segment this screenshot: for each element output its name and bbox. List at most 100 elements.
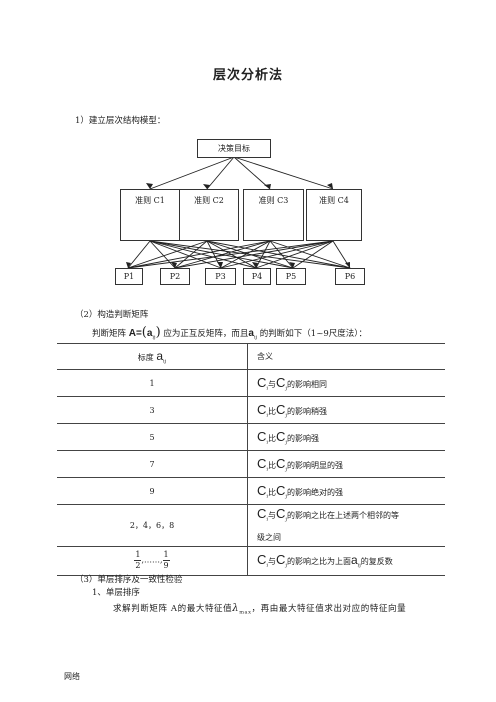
plan-box-p3: P3 (205, 268, 236, 285)
scale-value: 3 (57, 396, 248, 424)
c-sub-i: i (266, 562, 268, 569)
header-ij: ij (163, 358, 167, 365)
matrix-formula-ij: ij (152, 334, 156, 341)
step3-text-part-b: ，再由最大特征值求出对应的特征向量 (251, 604, 407, 614)
c-sub-j: j (285, 562, 287, 569)
lambda-symbol: λ (232, 603, 240, 614)
plan-box-p5: P5 (276, 268, 306, 285)
meaning-text: 的影响强 (286, 433, 319, 443)
c-sub-j: j (285, 516, 287, 523)
a-symbol: a (350, 553, 358, 568)
plan-box-p6: P6 (335, 268, 365, 285)
c-sub-i: i (266, 412, 268, 419)
step3-text: 求解判断矩阵 A的最大特征值λmax，再由最大特征值求出对应的特征向量 (113, 602, 406, 616)
scale-value: 5 (57, 423, 248, 451)
table-row: 1 Ci与Cj的影响相同 (57, 369, 445, 397)
meaning-cell: Ci与Cj的影响之比为上面aij的复反数 (247, 545, 445, 576)
criterion-box-c2: 准则 C2 (179, 189, 239, 241)
table-header-row: 标度 aij 含义 (57, 343, 445, 370)
table-row: 5 Ci比Cj的影响强 (57, 423, 445, 451)
table-row: 3 Ci比Cj的影响稍强 (57, 396, 445, 424)
c-sub-i: i (266, 516, 268, 523)
meaning-text-continued: 级之间 (257, 532, 281, 542)
c-symbol: C (276, 401, 286, 417)
relation-word: 比 (268, 406, 276, 416)
c-sub-j: j (285, 466, 287, 473)
meaning-suffix: 的复反数 (360, 557, 393, 567)
c-symbol: C (276, 428, 286, 444)
c-sub-j: j (285, 412, 287, 419)
matrix-suffix: 的判断如下（1~9尺度法）： (259, 329, 367, 339)
scale-value: 2，4，6，8 (57, 504, 248, 547)
relation-word: 与 (268, 511, 276, 520)
matrix-ij2: ij (253, 334, 258, 341)
c-sub-j: j (285, 385, 287, 392)
meaning-text: 的影响之比在上述两个相邻的等 (286, 511, 399, 520)
plan-box-p1: P1 (115, 268, 143, 285)
step2-heading: （2）构造判断矩阵 (75, 310, 149, 320)
criterion-box-c4: 准则 C4 (306, 189, 362, 241)
matrix-formula-a: a (146, 328, 153, 339)
c-symbol: C (257, 428, 267, 444)
fraction-denominator: 9 (163, 561, 169, 571)
step1-heading: 1）建立层次结构模型： (75, 116, 166, 126)
table-row: 9 Ci比Cj的影响绝对的强 (57, 477, 445, 505)
relation-word: 与 (268, 379, 276, 389)
c-symbol: C (276, 455, 286, 471)
fraction-separator: ,……, (141, 555, 163, 565)
header-meaning: 含义 (247, 343, 445, 370)
c-symbol: C (257, 374, 267, 390)
fraction-numerator: 1 (134, 550, 142, 562)
lambda-subscript: max (239, 609, 252, 616)
relation-word: 比 (268, 460, 276, 470)
c-symbol: C (276, 482, 286, 498)
table-row: 2，4，6，8 Ci与Cj的影响之比在上述两个相邻的等级之间 (57, 504, 445, 547)
scale-value: 7 (57, 450, 248, 478)
c-symbol: C (276, 374, 286, 390)
matrix-formula-a-equals: A= (128, 328, 142, 339)
scale-value: 1 (57, 369, 248, 397)
matrix-definition: 判断矩阵 A=(aij) 应为正互反矩阵，而且aij 的判断如下（1~9尺度法）… (92, 325, 367, 341)
c-sub-i: i (266, 493, 268, 500)
step3-text-part-a: 求解判断矩阵 A的最大特征值 (113, 604, 233, 614)
c-symbol: C (257, 401, 267, 417)
hierarchy-connectors (126, 156, 351, 269)
page-title: 层次分析法 (212, 68, 283, 83)
matrix-prefix: 判断矩阵 (92, 329, 127, 339)
c-symbol: C (257, 552, 267, 568)
meaning-cell: Ci比Cj的影响明显的强 (247, 450, 445, 478)
meaning-text: 的影响相同 (286, 379, 327, 389)
c-symbol: C (276, 552, 286, 568)
meaning-cell: Ci与Cj的影响之比在上述两个相邻的等级之间 (247, 504, 445, 547)
a-sub-ij: ij (357, 562, 361, 569)
meaning-text: 的影响之比为上面 (286, 557, 351, 567)
c-sub-j: j (285, 439, 287, 446)
scale-table: 标度 aij 含义 1 Ci与Cj的影响相同 3 Ci比Cj的影响稍强 5 Ci… (57, 343, 445, 576)
meaning-text: 的影响明显的强 (286, 460, 343, 470)
c-symbol: C (276, 506, 286, 521)
plan-box-p2: P2 (160, 268, 190, 285)
relation-word: 比 (268, 433, 276, 443)
relation-word: 比 (268, 487, 276, 497)
c-sub-i: i (266, 439, 268, 446)
page-footer: 网络 (64, 672, 80, 681)
meaning-cell: Ci比Cj的影响强 (247, 423, 445, 451)
matrix-middle-text: 应为正互反矩阵，而且 (163, 329, 249, 339)
c-sub-j: j (285, 493, 287, 500)
plan-box-p4: P4 (243, 268, 271, 285)
meaning-cell: Ci比Cj的影响稍强 (247, 396, 445, 424)
relation-word: 与 (268, 557, 276, 567)
c-symbol: C (257, 482, 267, 498)
meaning-text: 的影响稍强 (286, 406, 327, 416)
matrix-a2: a (248, 328, 254, 339)
meaning-text: 的影响绝对的强 (286, 487, 343, 497)
header-scale-cell: 标度 aij (57, 343, 248, 370)
c-symbol: C (257, 506, 267, 521)
c-sub-i: i (266, 466, 268, 473)
fraction-numerator: 1 (162, 550, 170, 562)
goal-box: 决策目标 (197, 139, 271, 158)
